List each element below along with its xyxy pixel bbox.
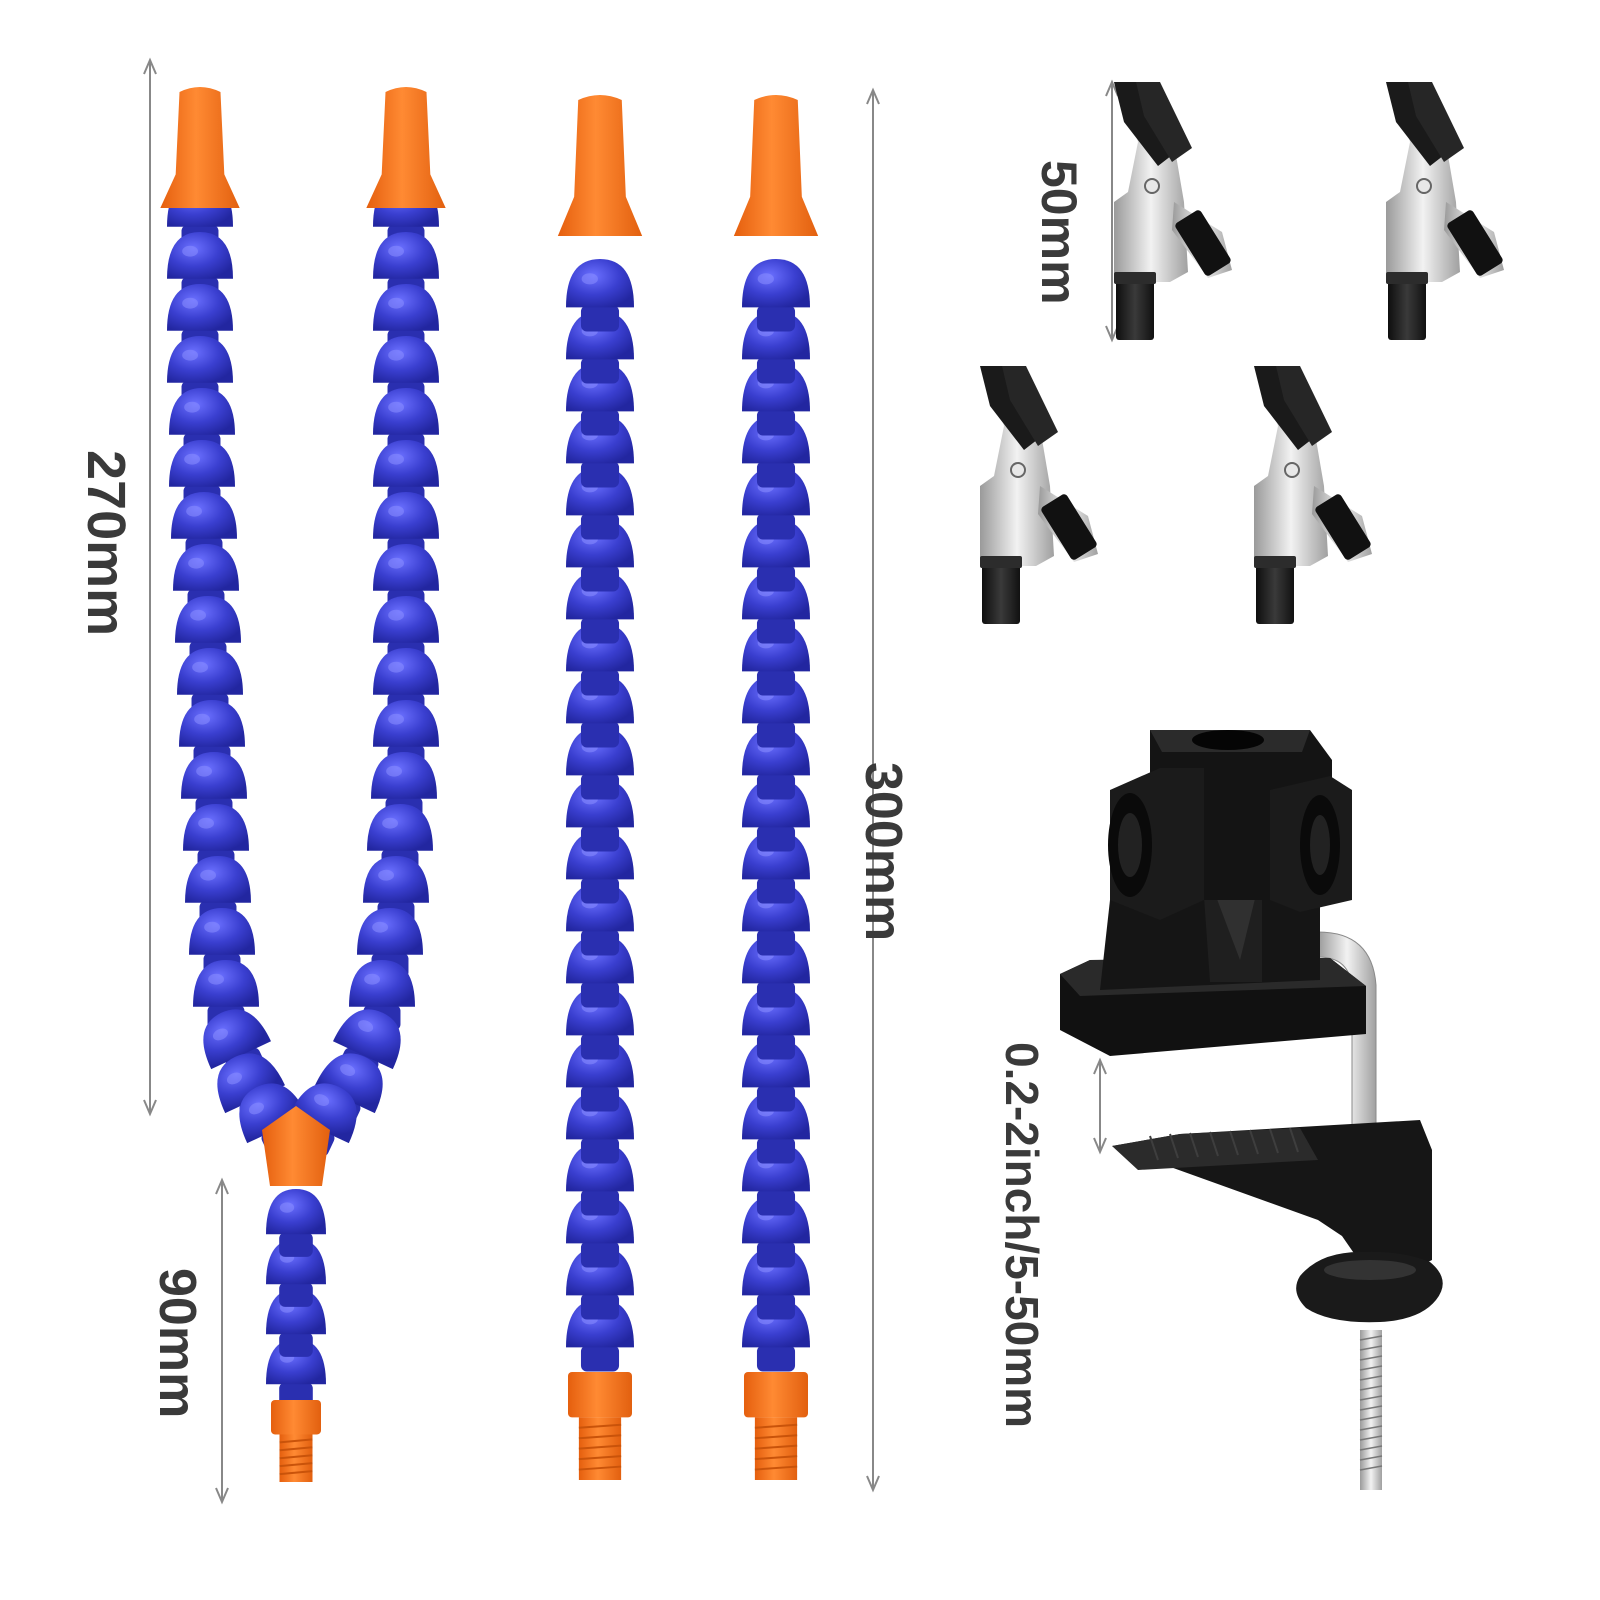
orange-nozzle — [160, 87, 240, 208]
flexible-straight-arm-left — [557, 95, 643, 1480]
arm-segment — [167, 284, 233, 355]
label-50mm: 50mm — [1031, 160, 1087, 305]
label-300mm: 300mm — [854, 762, 912, 941]
orange-threaded-fitting — [744, 1372, 808, 1480]
dimension-line-90 — [215, 1177, 229, 1505]
y-joint — [262, 1106, 330, 1186]
arm-segment — [566, 259, 634, 332]
orange-nozzle — [557, 95, 643, 236]
orange-threaded-fitting — [568, 1372, 632, 1480]
dimension-line-clamp — [1093, 1057, 1107, 1155]
clamp-screw — [1359, 1330, 1383, 1490]
alligator-clip — [1386, 82, 1504, 340]
alligator-clip — [1254, 366, 1372, 624]
alligator-clip — [980, 366, 1098, 624]
arm-segment — [266, 1189, 326, 1257]
dimension-line-300 — [866, 87, 880, 1493]
label-90mm: 90mm — [148, 1268, 206, 1418]
arm-segment — [742, 259, 810, 332]
table-clamp — [1060, 730, 1443, 1490]
label-270mm: 270mm — [76, 450, 136, 636]
orange-nozzle — [733, 95, 819, 236]
orange-threaded-fitting — [271, 1400, 321, 1482]
flexible-straight-arm-right — [733, 95, 819, 1480]
flexible-y-arm — [160, 87, 446, 1482]
label-clamp-range: 0.2-2inch/5-50mm — [996, 1042, 1048, 1428]
alligator-clips — [980, 82, 1504, 624]
dimension-line-270 — [143, 57, 157, 1117]
alligator-clip — [1114, 82, 1232, 340]
orange-nozzle — [366, 87, 446, 208]
